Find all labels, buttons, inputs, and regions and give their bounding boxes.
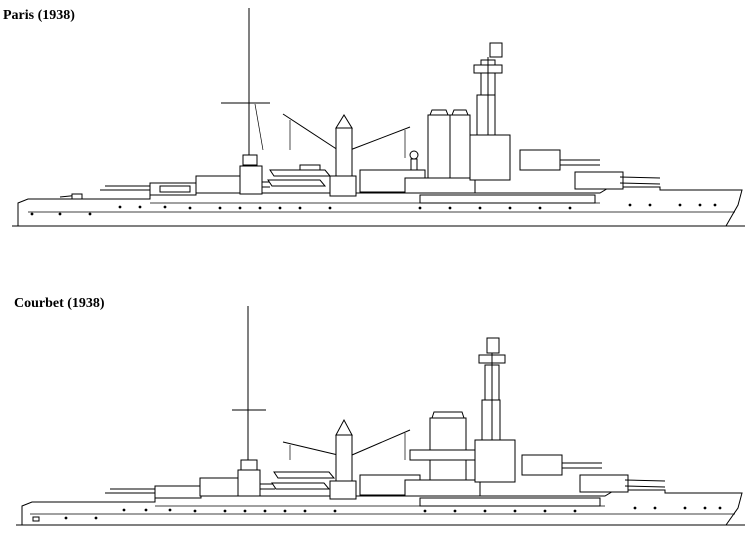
forward-turret [100,182,197,196]
bridge-tower [469,42,511,181]
portholes [30,203,717,216]
aft-superfiring-turret [521,454,602,476]
ship-profile-paris [12,8,745,227]
kingpost [329,418,357,500]
ship-label-courbet: Courbet (1938) [14,296,105,311]
boats [267,164,332,187]
aft-superfiring-turret [519,149,600,171]
forward-turret [105,485,202,499]
aft-turret [579,474,666,493]
kingpost [329,114,357,197]
foremast [221,8,270,195]
foremast [232,306,266,497]
crane-fore [351,429,411,460]
crane-fore [349,126,411,158]
crane-aft [282,441,339,460]
portholes [36,506,722,520]
bridge-tower [474,337,516,483]
funnels [427,109,471,181]
funnels [409,411,491,481]
crane-aft [282,113,339,151]
boats [271,471,336,490]
ship-label-paris: Paris (1938) [3,8,75,23]
hull [17,186,743,227]
ship-profile-courbet [16,306,745,526]
aft-turret [574,171,661,190]
